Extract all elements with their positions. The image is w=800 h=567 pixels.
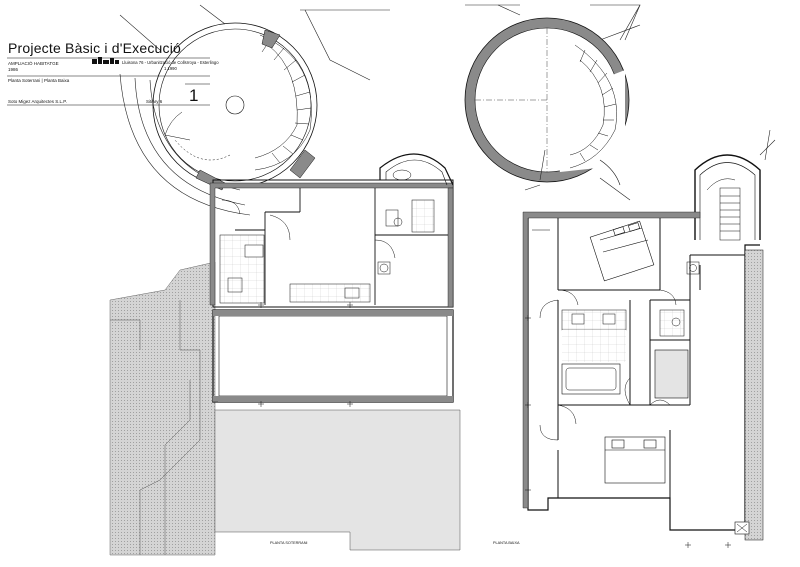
sheet-number: 1 [189,86,199,105]
terrain-terrace [214,409,461,551]
plan-basement [109,4,461,556]
round-tower-upper [464,17,630,186]
project-year: 1986 [8,67,19,72]
bed-lower [604,436,666,484]
project-date: 1 1990 [164,66,177,71]
basement-open-room [212,309,454,403]
sheet-label: Sitiary 6 [146,99,163,104]
caption-basement: PLANTA SOTERRANI [270,541,308,545]
ground-floor-walls [522,211,764,541]
title-block-rules [7,57,210,106]
architects-label: Soto Migez Arquitectes S.L.P. [8,99,67,104]
terrain-area [109,261,216,556]
caption-ground-floor: PLANTA BAIXA [493,541,520,545]
project-description: AMPLIACIÓ HABITATGE [8,61,59,66]
basement-rooms [209,153,454,308]
project-location: Lluisona 76 - Urbanització de Collsrroya… [122,60,219,65]
plans-label: Planta Soterrani | Planta Baixa [8,78,70,83]
plan-ground-floor [464,4,776,548]
stair-capsule [694,154,761,241]
project-title: Projecte Bàsic i d'Execució [8,40,182,56]
bed-upper [589,220,655,282]
firm-logo [92,57,119,64]
